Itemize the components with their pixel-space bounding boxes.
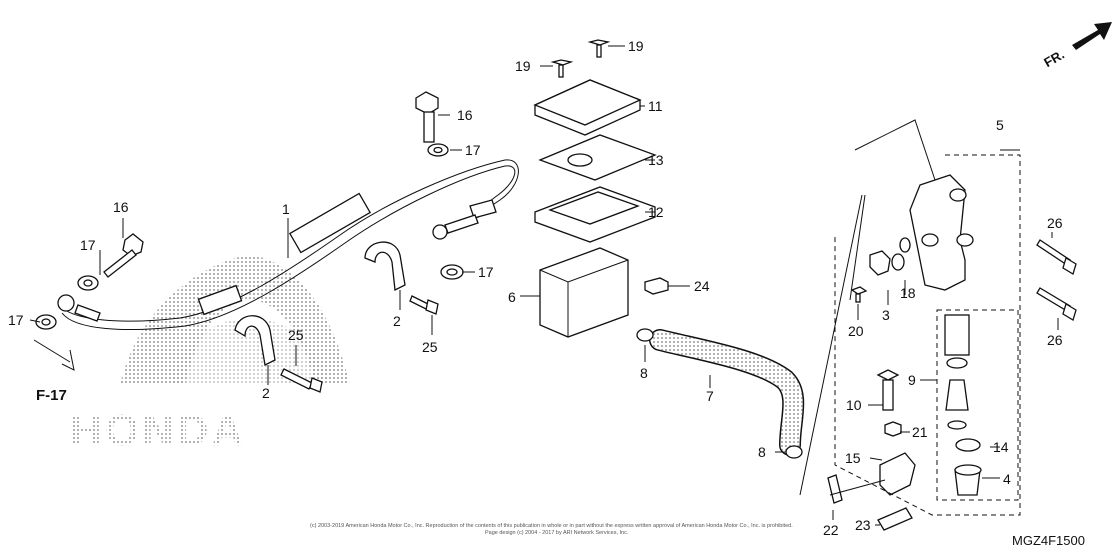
callout: 8 <box>758 444 766 460</box>
inlet-joint <box>850 237 911 303</box>
master-cylinder-group-box <box>834 154 1021 516</box>
front-direction-indicator: FR. <box>1041 22 1112 70</box>
reference-label: F-17 <box>36 387 67 404</box>
reference-marker: F-17 <box>33 339 75 404</box>
diagram-code: MGZ4F1500 <box>1012 533 1085 548</box>
callout: 17 <box>8 312 24 328</box>
callout: 22 <box>823 522 839 538</box>
callout: 17 <box>465 142 481 158</box>
leader-lines <box>29 45 1059 526</box>
callout: 23 <box>855 517 871 533</box>
callout-labels: 1 2 2 3 4 5 6 7 8 8 9 10 11 12 13 14 15 … <box>8 38 1063 538</box>
honda-watermark: HONDA <box>70 255 350 455</box>
callout: 18 <box>900 285 916 301</box>
callout: 21 <box>912 424 928 440</box>
callout: 25 <box>422 339 438 355</box>
callout: 26 <box>1047 332 1063 348</box>
reservoir-assembly <box>533 39 669 338</box>
copyright-line-1: (c) 2003-2019 American Honda Motor Co., … <box>310 523 793 529</box>
callout: 25 <box>288 327 304 343</box>
callout: 16 <box>113 199 129 215</box>
callout: 2 <box>262 385 270 401</box>
callout: 5 <box>996 117 1004 133</box>
callout: 1 <box>282 201 290 217</box>
master-cylinder <box>849 119 974 301</box>
callout: 3 <box>882 307 890 323</box>
callout: 26 <box>1047 215 1063 231</box>
callout: 19 <box>515 58 531 74</box>
callout: 17 <box>80 237 96 253</box>
callout: 7 <box>706 388 714 404</box>
callout: 4 <box>1003 471 1011 487</box>
callout: 6 <box>508 289 516 305</box>
push-rod <box>876 369 902 437</box>
piston-kit-group-box <box>936 309 1019 501</box>
callout: 20 <box>848 323 864 339</box>
callout: 13 <box>648 152 664 168</box>
left-banjo-bolt <box>35 233 144 330</box>
callout: 17 <box>478 264 494 280</box>
reservoir-hose <box>636 328 805 459</box>
clevis-assembly <box>827 452 916 531</box>
callout: 11 <box>648 98 663 114</box>
callout: 9 <box>908 372 916 388</box>
callout: 24 <box>694 278 710 294</box>
piston-kit <box>944 314 982 496</box>
callout: 12 <box>648 204 664 220</box>
hose-clamps <box>234 241 439 393</box>
right-banjo-bolt <box>415 91 464 280</box>
callout: 19 <box>628 38 644 54</box>
callout: 2 <box>393 313 401 329</box>
callout: 8 <box>640 365 648 381</box>
copyright-line-2: Page design (c) 2004 - 2017 by ARI Netwo… <box>485 530 629 536</box>
callout: 16 <box>457 107 473 123</box>
brake-hose <box>57 159 519 331</box>
callout: 10 <box>846 397 862 413</box>
watermark-text: HONDA <box>70 406 246 455</box>
callout: 15 <box>845 450 861 466</box>
direction-label: FR. <box>1041 47 1067 70</box>
mounting-bolts <box>1036 239 1077 321</box>
callout: 14 <box>993 439 1009 455</box>
